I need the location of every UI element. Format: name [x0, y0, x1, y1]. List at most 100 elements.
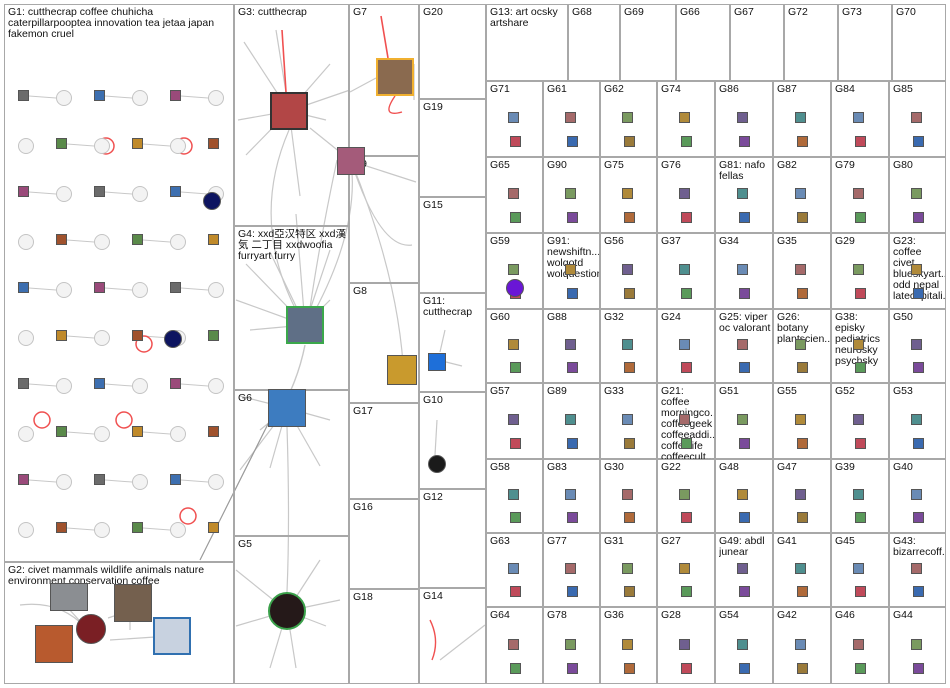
- node-avatar[interactable]: [566, 212, 578, 223]
- node-avatar[interactable]: [739, 512, 750, 523]
- node-avatar[interactable]: [737, 188, 748, 199]
- node-avatar[interactable]: [94, 282, 105, 293]
- group-g45[interactable]: G45: [831, 533, 889, 607]
- node-avatar[interactable]: [910, 339, 922, 350]
- group-g27[interactable]: G27: [657, 533, 715, 607]
- node-avatar[interactable]: [737, 638, 748, 650]
- node-avatar[interactable]: [623, 438, 635, 449]
- node-avatar[interactable]: [566, 362, 578, 373]
- node-avatar[interactable]: [621, 489, 633, 500]
- group-g38[interactable]: G38: episky pediatrics neurosky psychsky: [831, 309, 889, 383]
- node-avatar[interactable]: [855, 212, 866, 223]
- group-g1[interactable]: G1: cutthecrap coffee chuhicha caterpill…: [4, 4, 234, 562]
- node-avatar[interactable]: [509, 663, 521, 674]
- node-avatar[interactable]: [132, 330, 143, 341]
- node-avatar[interactable]: [910, 563, 922, 574]
- group-g10[interactable]: G10: [419, 392, 486, 489]
- group-g32[interactable]: G32: [600, 309, 657, 383]
- node-avatar[interactable]: [679, 112, 690, 123]
- node-avatar[interactable]: [797, 663, 808, 674]
- group-g87[interactable]: G87: [773, 81, 831, 157]
- group-g39[interactable]: G39: [831, 459, 889, 533]
- node-avatar-g9-hub[interactable]: [337, 147, 365, 175]
- node-avatar-g4-hub[interactable]: [286, 306, 324, 344]
- group-g36[interactable]: G36: [600, 607, 657, 684]
- group-g90[interactable]: G90: [543, 157, 600, 233]
- node-avatar[interactable]: [621, 414, 633, 425]
- node-avatar-g5-hub[interactable]: [268, 592, 306, 630]
- group-g18[interactable]: G18: [349, 589, 419, 684]
- node-avatar[interactable]: [795, 638, 806, 650]
- node-avatar[interactable]: [56, 138, 67, 149]
- group-g23[interactable]: G23: coffee civet blueskyart... odd nepa…: [889, 233, 946, 309]
- node-avatar[interactable]: [853, 638, 864, 650]
- group-g75[interactable]: G75: [600, 157, 657, 233]
- group-g24[interactable]: G24: [657, 309, 715, 383]
- node-avatar-g2-c[interactable]: [35, 625, 73, 663]
- node-avatar[interactable]: [564, 638, 576, 650]
- node-avatar[interactable]: [795, 264, 806, 275]
- node-ghost[interactable]: [94, 330, 110, 346]
- group-g86[interactable]: G86: [715, 81, 773, 157]
- node-avatar-g2-a[interactable]: [50, 583, 88, 611]
- group-g9[interactable]: G9: [349, 156, 419, 283]
- node-avatar[interactable]: [621, 188, 633, 199]
- node-avatar[interactable]: [56, 522, 67, 533]
- node-avatar[interactable]: [679, 489, 690, 500]
- group-g49[interactable]: G49: abdl junear: [715, 533, 773, 607]
- node-avatar[interactable]: [679, 563, 690, 574]
- group-g42[interactable]: G42: [773, 607, 831, 684]
- node-avatar[interactable]: [679, 638, 690, 650]
- group-g11[interactable]: G11: cutthecrap: [419, 293, 486, 392]
- node-avatar-g2-b[interactable]: [114, 584, 152, 622]
- node-avatar[interactable]: [797, 362, 808, 373]
- node-avatar[interactable]: [208, 330, 219, 341]
- node-avatar[interactable]: [566, 438, 578, 449]
- group-g3[interactable]: G3: cutthecrap: [234, 4, 349, 226]
- group-g70[interactable]: G70: [892, 4, 946, 81]
- node-ghost[interactable]: [94, 426, 110, 442]
- node-avatar[interactable]: [164, 330, 182, 348]
- node-avatar[interactable]: [623, 136, 635, 147]
- node-ghost[interactable]: [94, 138, 110, 154]
- node-avatar[interactable]: [679, 339, 690, 350]
- group-g59[interactable]: G59: [486, 233, 543, 309]
- node-avatar[interactable]: [679, 188, 690, 199]
- node-avatar[interactable]: [509, 586, 521, 597]
- node-avatar[interactable]: [507, 489, 519, 500]
- node-avatar-g59-hub[interactable]: [506, 279, 524, 297]
- node-ghost[interactable]: [208, 378, 224, 394]
- group-g79[interactable]: G79: [831, 157, 889, 233]
- node-avatar[interactable]: [681, 438, 692, 449]
- node-avatar[interactable]: [910, 188, 922, 199]
- group-g31[interactable]: G31: [600, 533, 657, 607]
- group-g62[interactable]: G62: [600, 81, 657, 157]
- node-avatar[interactable]: [912, 212, 924, 223]
- node-ghost[interactable]: [132, 90, 148, 106]
- node-avatar[interactable]: [208, 426, 219, 437]
- node-avatar[interactable]: [679, 264, 690, 275]
- group-g58[interactable]: G58: [486, 459, 543, 533]
- node-ghost[interactable]: [18, 522, 34, 538]
- node-avatar[interactable]: [855, 362, 866, 373]
- node-avatar[interactable]: [94, 186, 105, 197]
- node-avatar[interactable]: [739, 288, 750, 299]
- group-g41[interactable]: G41: [773, 533, 831, 607]
- node-avatar[interactable]: [507, 339, 519, 350]
- node-ghost[interactable]: [56, 282, 72, 298]
- node-avatar-g11-hub[interactable]: [428, 353, 446, 371]
- node-ghost[interactable]: [56, 474, 72, 490]
- group-g13[interactable]: G13: art ocsky artshare: [486, 4, 568, 81]
- group-g84[interactable]: G84: [831, 81, 889, 157]
- node-ghost[interactable]: [208, 90, 224, 106]
- group-g51[interactable]: G51: [715, 383, 773, 459]
- group-g69[interactable]: G69: [620, 4, 676, 81]
- node-avatar[interactable]: [795, 112, 806, 123]
- node-avatar[interactable]: [208, 138, 219, 149]
- node-avatar[interactable]: [170, 378, 181, 389]
- node-avatar[interactable]: [623, 663, 635, 674]
- group-g28[interactable]: G28: [657, 607, 715, 684]
- node-avatar[interactable]: [795, 339, 806, 350]
- group-g76[interactable]: G76: [657, 157, 715, 233]
- node-ghost[interactable]: [208, 474, 224, 490]
